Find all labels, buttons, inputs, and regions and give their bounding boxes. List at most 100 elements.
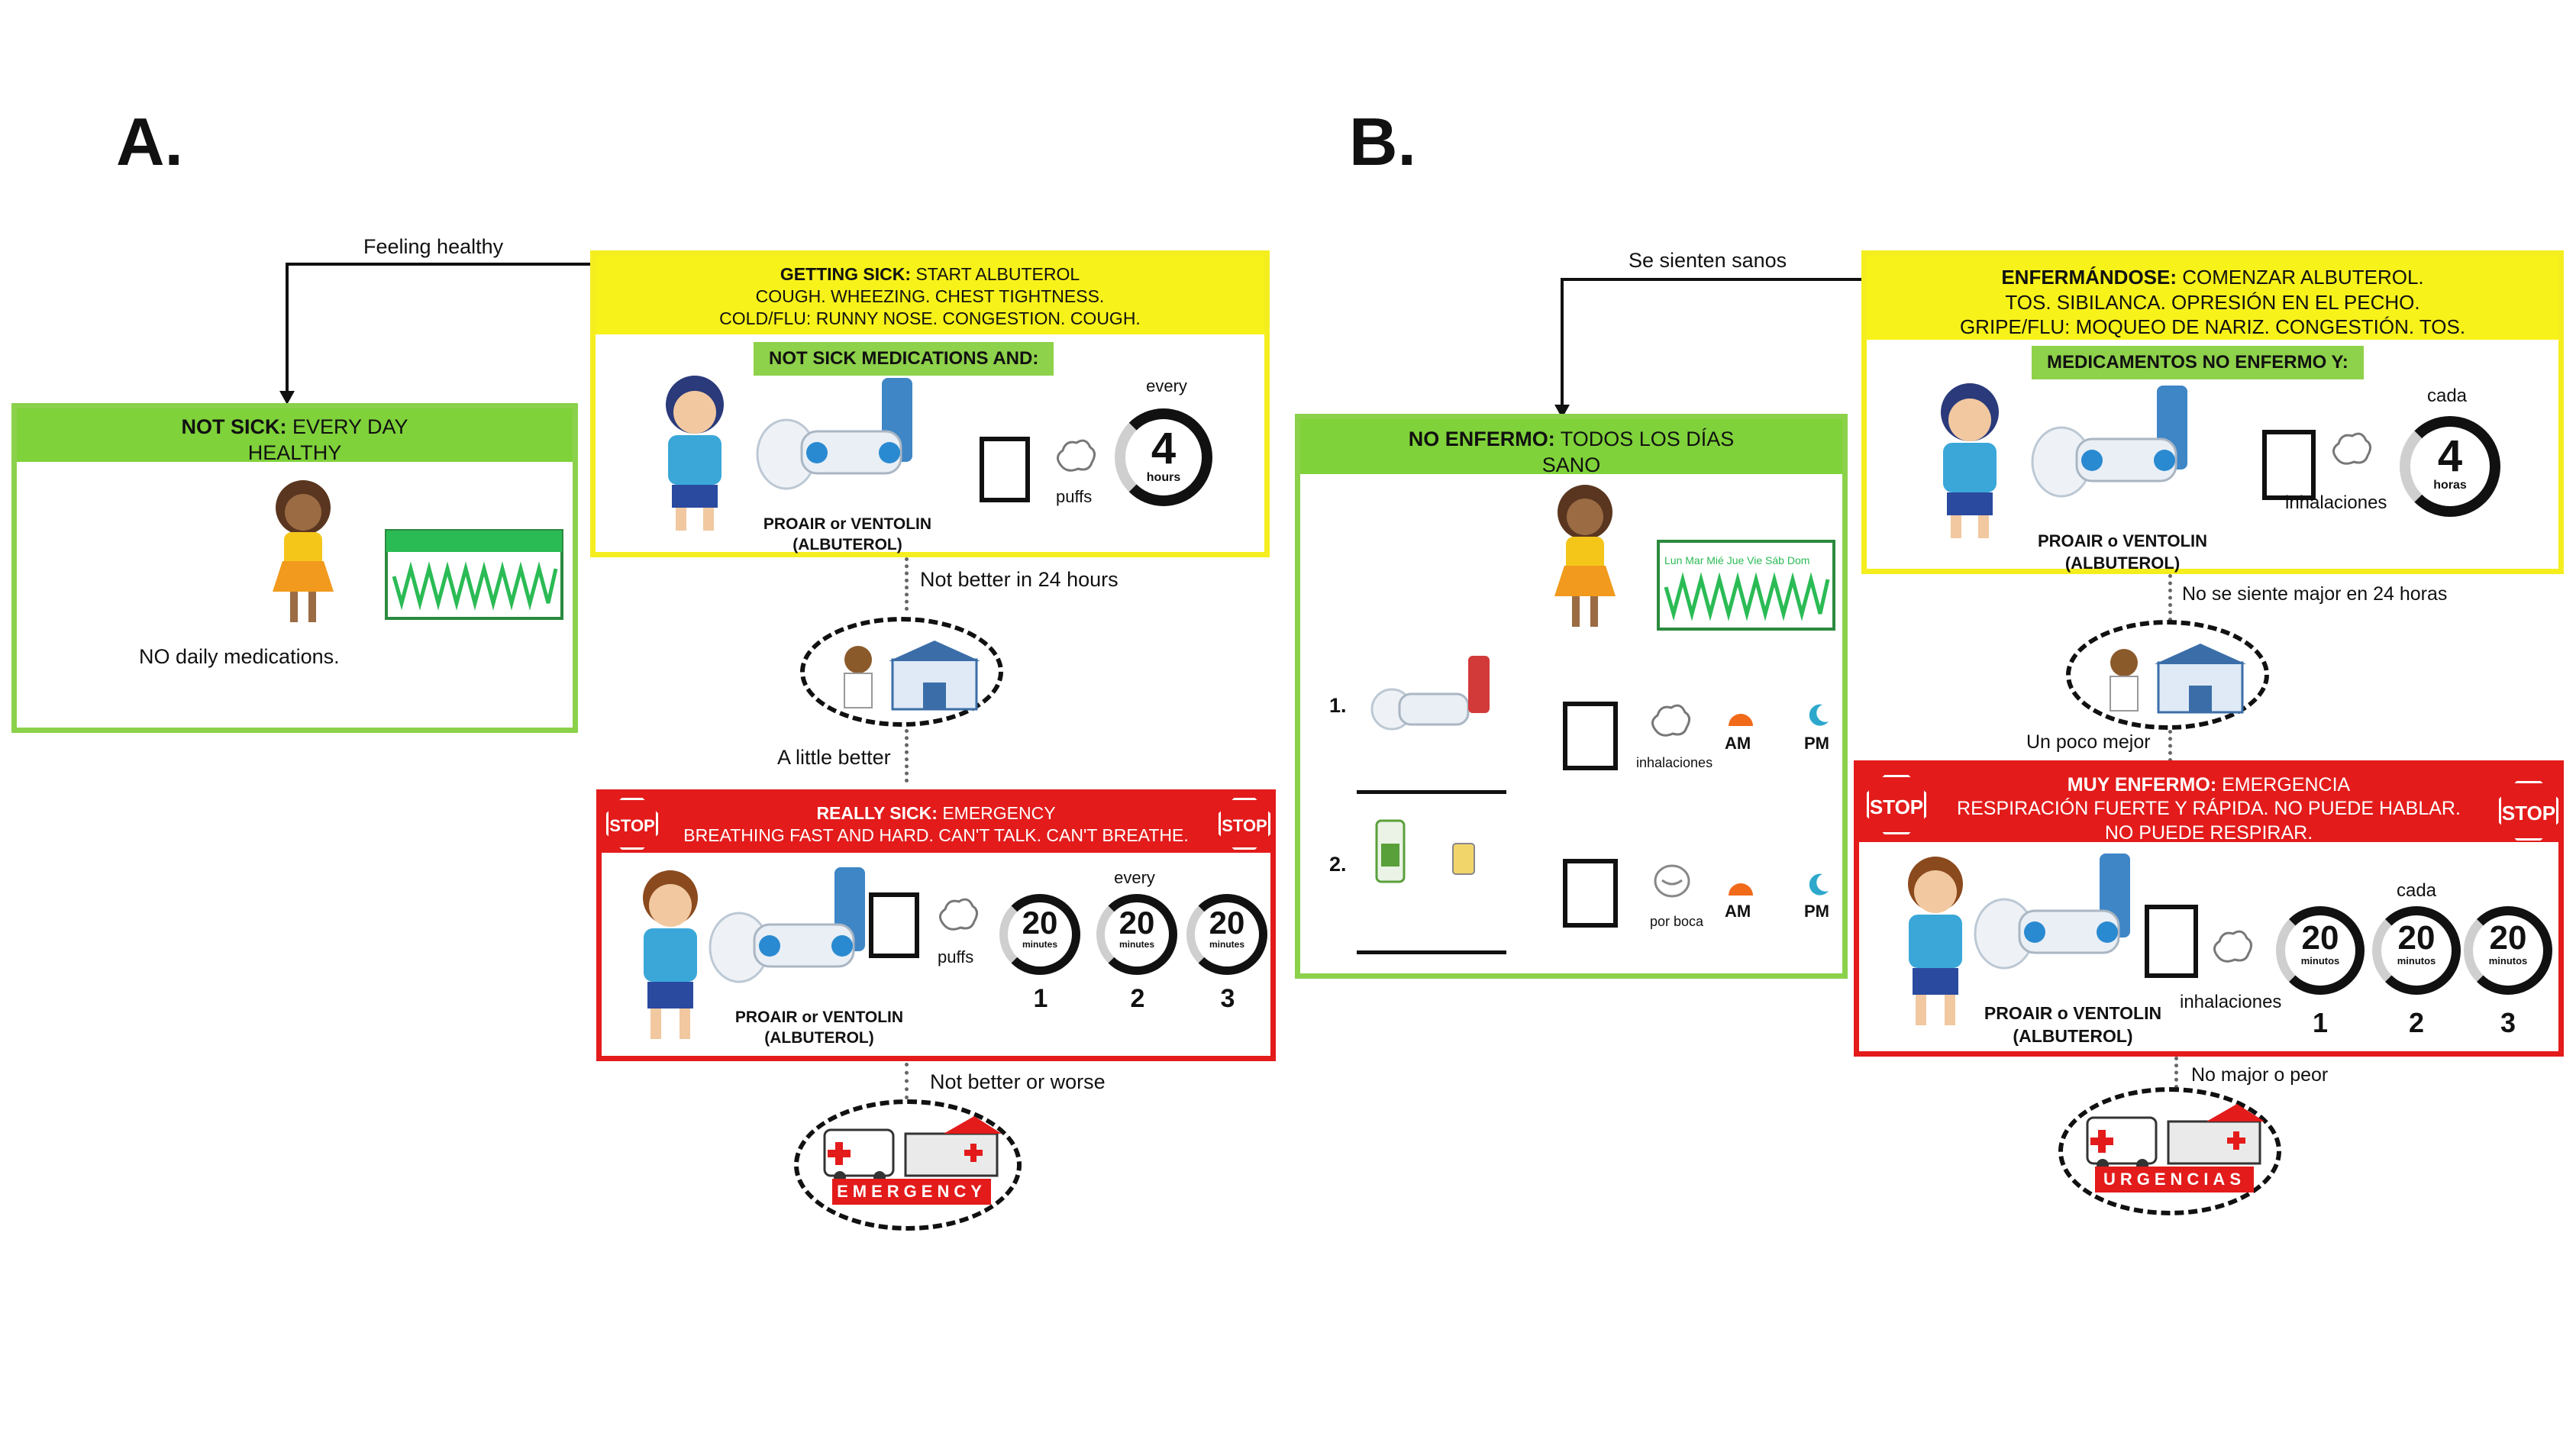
dose-number-2: 2 bbox=[2408, 1007, 2425, 1038]
dose-number-2: 2 bbox=[1130, 984, 1145, 1013]
not-better-connector-b bbox=[2168, 574, 2172, 621]
inhalations-label: inhalaciones bbox=[2285, 492, 2387, 513]
timer-number: 20 bbox=[2489, 919, 2527, 957]
puff-cloud-icon bbox=[1057, 439, 1096, 472]
doctor-visit-oval-b bbox=[2066, 620, 2269, 730]
really-sick-header-b: MUY ENFERMO: EMERGENCIA RESPIRACIÓN FUER… bbox=[1859, 766, 2558, 844]
not-sick-title-rest: EVERY DAY bbox=[292, 415, 408, 438]
timer-unit: horas bbox=[2433, 479, 2467, 492]
puffs-label: puffs bbox=[938, 947, 974, 967]
puffs-checkbox-emergency-b[interactable] bbox=[2145, 905, 2198, 978]
puff-cloud-icon bbox=[2213, 930, 2252, 963]
timer-number: 20 bbox=[2301, 919, 2339, 957]
med-label-really-sick: PROAIR or VENTOLIN (ALBUTEROL) bbox=[716, 1007, 922, 1049]
every-label-b: cada bbox=[2426, 386, 2468, 406]
dose-checkbox-1[interactable] bbox=[1563, 702, 1618, 770]
sick-boy-icon bbox=[643, 870, 698, 1039]
not-better-or-worse-label-b: No major o peor bbox=[2191, 1064, 2329, 1086]
really-sick-symptoms: BREATHING FAST AND HARD. CAN'T TALK. CAN… bbox=[683, 825, 1189, 845]
dose-number-3: 3 bbox=[2500, 1007, 2516, 1038]
med-label-line2: (ALBUTEROL) bbox=[764, 1029, 874, 1047]
not-better-worse-connector-b bbox=[2174, 1057, 2178, 1089]
med-label-line2: (ALBUTEROL) bbox=[792, 536, 902, 554]
med-label-line1: PROAIR o VENTOLIN bbox=[1984, 1003, 2162, 1023]
not-sick-header: NOT SICK: EVERY DAY HEALTHY bbox=[17, 408, 573, 464]
stop-sign-left-icon: STOP bbox=[1867, 775, 1926, 834]
not-sick-title-line2: SANO bbox=[1541, 453, 1601, 476]
not-sick-box-b: NO ENFERMO: TODOS LOS DÍAS SANO Lun Mar … bbox=[1295, 414, 1848, 979]
timer-unit: minutes bbox=[1209, 939, 1244, 950]
timer-20-minutes-icon-1: 20 minutos bbox=[2276, 906, 2365, 995]
med-label-really-sick-b: PROAIR o VENTOLIN (ALBUTEROL) bbox=[1966, 1002, 2180, 1048]
medicine-name-blank-1[interactable] bbox=[1357, 790, 1506, 794]
calendar-days: Lun Mar Mié Jue Vie Sáb Dom bbox=[1664, 554, 1809, 566]
getting-sick-coldflu: GRIPE/FLU: MOQUEO DE NARIZ. CONGESTIÓN. … bbox=[1959, 315, 2466, 338]
timer-unit: minutos bbox=[2397, 955, 2436, 967]
not-sick-title-bold: NOT SICK: bbox=[181, 415, 287, 438]
timer-20-minutes-icon-3: 20 minutes bbox=[1186, 894, 1267, 975]
medicine-name-blank-2[interactable] bbox=[1357, 950, 1506, 954]
pm-label-2: PM bbox=[1804, 902, 1829, 921]
calendar-icon bbox=[385, 529, 563, 620]
getting-sick-symptoms: COUGH. WHEEZING. CHEST TIGHTNESS. bbox=[755, 286, 1105, 306]
puff-cloud-icon bbox=[1651, 704, 1690, 737]
inhaler-spacer-small-icon bbox=[1370, 656, 1490, 731]
emergency-banner: URGENCIAS bbox=[2095, 1167, 2254, 1192]
getting-sick-title-rest: COMENZAR ALBUTEROL. bbox=[2182, 266, 2424, 289]
not-sick-title-line2: HEALTHY bbox=[247, 441, 342, 464]
not-sick-title-rest: TODOS LOS DÍAS bbox=[1560, 428, 1735, 450]
stop-sign-right-icon: STOP bbox=[1219, 798, 1270, 850]
little-better-connector bbox=[905, 729, 909, 783]
feeling-healthy-line-horizontal bbox=[286, 263, 594, 266]
timer-4-hours-icon: 4 hours bbox=[1115, 408, 1212, 506]
getting-sick-title-bold: GETTING SICK: bbox=[780, 264, 912, 284]
a-little-better-label-b: Un poco mejor bbox=[2026, 731, 2151, 753]
not-sick-title-bold: NO ENFERMO: bbox=[1408, 428, 1555, 450]
med-label-getting-sick-b: PROAIR o VENTOLIN (ALBUTEROL) bbox=[2019, 531, 2226, 574]
med-label-line1: PROAIR or VENTOLIN bbox=[763, 515, 932, 533]
dose-number-3: 3 bbox=[1220, 984, 1235, 1013]
puffs-checkbox[interactable] bbox=[980, 437, 1030, 502]
timer-20-minutes-icon-2: 20 minutos bbox=[2372, 906, 2461, 995]
inhalations-label: inhalaciones bbox=[1636, 755, 1713, 770]
ambulance-hospital-icon bbox=[2086, 1104, 2264, 1171]
emergency-oval: EMERGENCY bbox=[794, 1099, 1022, 1231]
timer-4-hours-icon: 4 horas bbox=[2400, 416, 2500, 517]
am-label-2: AM bbox=[1725, 902, 1751, 921]
getting-sick-header-b: ENFERMÁNDOSE: COMENZAR ALBUTEROL. TOS. S… bbox=[1867, 256, 2558, 340]
getting-sick-title-bold: ENFERMÁNDOSE: bbox=[2001, 266, 2177, 289]
puffs-checkbox-b[interactable] bbox=[2262, 430, 2316, 500]
feeling-healthy-label-b: Se sienten sanos bbox=[1629, 249, 1787, 272]
every-label-b: cada bbox=[2396, 880, 2437, 901]
really-sick-symptoms: RESPIRACIÓN FUERTE Y RÁPIDA. NO PUEDE HA… bbox=[1957, 798, 2461, 820]
dose-number-1: 1 bbox=[1033, 984, 1048, 1013]
timer-number: 20 bbox=[2397, 919, 2436, 957]
oral-medicine-icon bbox=[1375, 819, 1475, 883]
inhaler-spacer-icon bbox=[756, 378, 912, 490]
por-boca-label: por boca bbox=[1650, 914, 1704, 929]
moon-icon bbox=[1809, 873, 1829, 896]
puffs-checkbox-emergency[interactable] bbox=[869, 892, 919, 958]
stop-sign-left-icon: STOP bbox=[606, 798, 658, 850]
healthy-girl-icon bbox=[273, 480, 334, 622]
moon-icon bbox=[1809, 704, 1829, 726]
inhalations-label: inhalaciones bbox=[2180, 992, 2282, 1012]
med-label-line1: PROAIR or VENTOLIN bbox=[734, 1008, 904, 1026]
a-little-better-label: A little better bbox=[777, 746, 891, 769]
timer-number: 4 bbox=[2437, 431, 2463, 481]
dose-checkbox-2[interactable] bbox=[1563, 859, 1618, 928]
timer-20-minutes-icon-2: 20 minutes bbox=[1096, 894, 1177, 975]
dose-number-1: 1 bbox=[2312, 1007, 2329, 1038]
really-sick-title-bold: MUY ENFERMO: bbox=[2067, 774, 2217, 795]
mouth-icon bbox=[1654, 864, 1690, 898]
med-label-line1: PROAIR o VENTOLIN bbox=[2037, 531, 2208, 550]
really-sick-header: REALLY SICK: EMERGENCY BREATHING FAST AN… bbox=[602, 795, 1270, 853]
really-sick-box: REALLY SICK: EMERGENCY BREATHING FAST AN… bbox=[596, 789, 1276, 1061]
inhaler-spacer-icon bbox=[2031, 386, 2187, 498]
every-label: every bbox=[1114, 868, 1155, 887]
inhaler-spacer-icon-2 bbox=[1974, 854, 2130, 970]
every-label: every bbox=[1146, 376, 1187, 395]
getting-sick-coldflu: COLD/FLU: RUNNY NOSE. CONGESTION. COUGH. bbox=[719, 308, 1141, 328]
doctor-clinic-icon bbox=[844, 641, 980, 711]
feeling-healthy-label: Feeling healthy bbox=[363, 235, 504, 258]
